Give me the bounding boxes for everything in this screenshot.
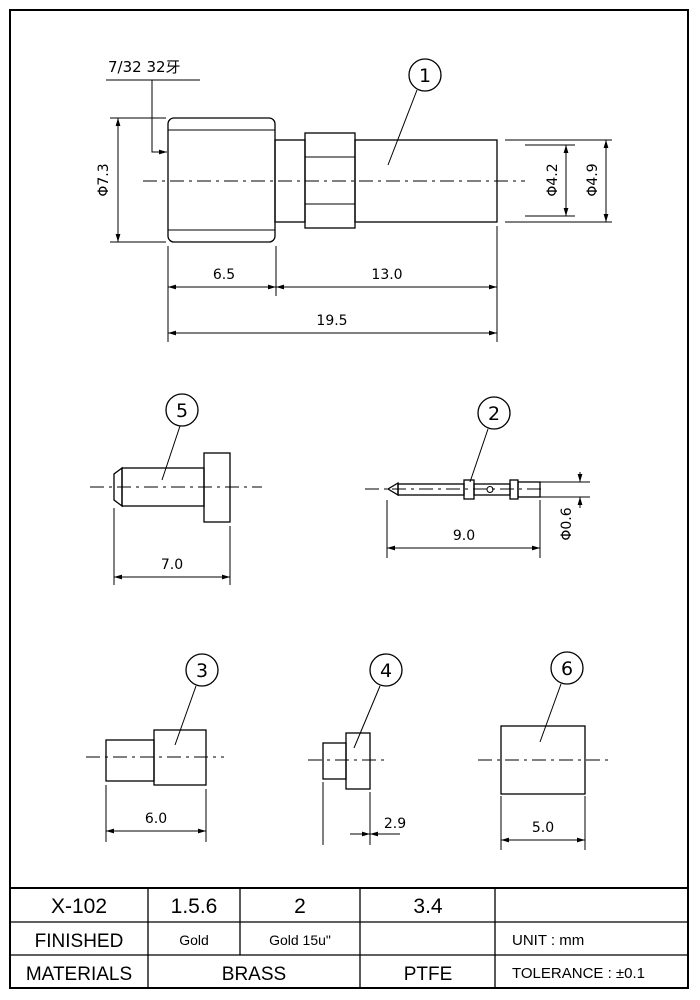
- part-4-view: 2.9: [308, 732, 406, 845]
- part-3-view: 6.0: [86, 729, 224, 842]
- callout-3-number: 3: [196, 660, 208, 682]
- callout-4-number: 4: [380, 660, 392, 682]
- thread-label: 7/32 32牙: [108, 58, 181, 76]
- dim-label-6-0: 6.0: [145, 811, 167, 827]
- finished-gold: Gold: [179, 932, 209, 948]
- dim-label-d-4-2: Φ4.2: [545, 163, 561, 196]
- callout-5-number: 5: [176, 400, 188, 422]
- title-block: X-102 1.5.6 2 3.4 FINISHED Gold Gold 15u…: [10, 887, 688, 988]
- callout-1: 1: [387, 58, 442, 166]
- material-brass: BRASS: [222, 964, 286, 985]
- callout-2: 2: [469, 396, 511, 483]
- callout-3: 3: [174, 653, 219, 746]
- part-5-view: 7.0: [90, 452, 262, 585]
- dim-label-9-0: 9.0: [453, 528, 475, 544]
- dim-label-d-4-9: Φ4.9: [585, 163, 601, 196]
- dim-d-7-3: Φ7.3: [96, 117, 166, 243]
- callout-5: 5: [161, 393, 199, 481]
- finished-label: FINISHED: [35, 931, 124, 952]
- part-6-view: 5.0: [478, 725, 608, 850]
- callout-4: 4: [353, 653, 403, 749]
- thread-callout: 7/32 32牙: [106, 58, 200, 155]
- part-1-view: [143, 117, 612, 243]
- callout-2-number: 2: [488, 403, 500, 425]
- materials-label: MATERIALS: [26, 964, 132, 985]
- dim-lengths-part-1: 6.5 13.0 19.5: [167, 226, 498, 342]
- dim-d-4-9: Φ4.9: [585, 140, 609, 222]
- part-2-view: Φ0.6 9.0: [365, 472, 590, 558]
- dim-label-13-0: 13.0: [371, 267, 402, 283]
- callout-6: 6: [539, 651, 584, 743]
- callout-1-number: 1: [419, 65, 431, 87]
- dim-d-4-2: Φ4.2: [545, 145, 569, 216]
- dim-label-5-0: 5.0: [532, 820, 554, 836]
- tolerance-label: TOLERANCE : ±0.1: [512, 965, 645, 982]
- dim-label-d-7-3: Φ7.3: [96, 163, 112, 196]
- callout-6-number: 6: [561, 658, 573, 680]
- cell-parts-3-4: 3.4: [413, 895, 443, 918]
- dim-label-d-0-6: Φ0.6: [559, 507, 575, 540]
- material-ptfe: PTFE: [404, 964, 453, 985]
- dim-label-7-0: 7.0: [161, 557, 183, 573]
- drawing-frame: [9, 9, 689, 989]
- cell-parts-1-5-6: 1.5.6: [171, 895, 218, 918]
- cell-part-number: X-102: [51, 895, 107, 918]
- dim-label-2-9: 2.9: [384, 816, 406, 832]
- cell-part-2: 2: [294, 895, 306, 918]
- unit-label: UNIT : mm: [512, 932, 584, 949]
- dim-label-19-5: 19.5: [316, 313, 347, 329]
- dim-label-6-5: 6.5: [213, 267, 235, 283]
- finished-gold-15u: Gold 15u": [269, 932, 331, 948]
